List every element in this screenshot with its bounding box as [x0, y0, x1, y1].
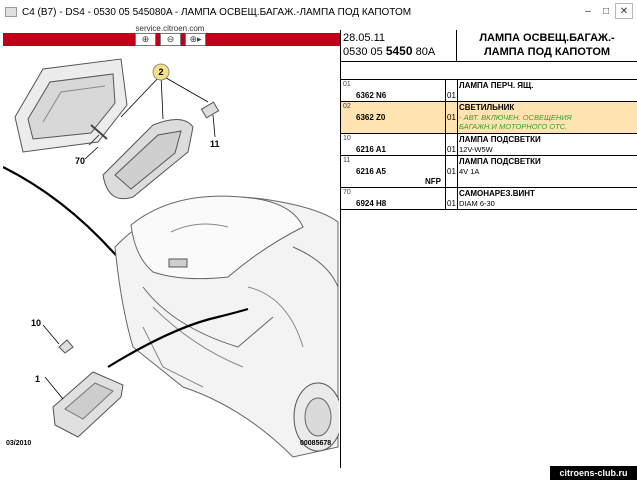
part-reference: 6924 H8	[356, 199, 387, 208]
header-title: ЛАМПА ОСВЕЩ.БАГАЖ.- ЛАМПА ПОД КАПОТОМ	[479, 32, 615, 58]
part-reference: 6216 A1	[356, 145, 386, 154]
minimize-button[interactable]: –	[585, 5, 591, 17]
part-quantity: 01	[447, 167, 456, 176]
column-separator	[445, 156, 446, 187]
watermark: citroens-club.ru	[550, 466, 637, 480]
column-separator	[457, 156, 458, 187]
column-separator	[457, 134, 458, 155]
part-number: 70	[343, 189, 351, 196]
parts-diagram-drawing: 2 11 70 10 1	[3, 58, 339, 458]
column-separator	[445, 102, 446, 133]
diagram-date: 03/2010	[6, 440, 32, 447]
part-note: БАГАЖН.И МОТОРНОГО ОТС.	[459, 122, 568, 131]
maximize-button[interactable]: □	[602, 5, 610, 17]
part-description: ЛАМПА ПОДСВЕТКИ	[459, 135, 541, 144]
title-bar: C4 (B7) - DS4 - 0530 05 545080A - ЛАМПА …	[0, 0, 637, 24]
header-reference: 0530 05 5450 80A	[343, 44, 436, 59]
window-title: C4 (B7) - DS4 - 0530 05 545080A - ЛАМПА …	[22, 6, 412, 18]
part-reference: 6362 Z0	[356, 113, 386, 122]
column-separator	[457, 188, 458, 209]
column-separator	[445, 188, 446, 209]
header-info: 28.05.11 0530 05 5450 80A	[343, 32, 453, 59]
part-quantity: 01	[447, 199, 456, 208]
parts-diagram[interactable]: 2 11 70 10 1	[3, 47, 339, 467]
part-number: 10	[343, 135, 351, 142]
service-url: service.citroen.com	[135, 24, 205, 33]
diagram-code: 00085678	[300, 440, 332, 447]
part-number: 01	[343, 81, 351, 88]
close-button[interactable]: ✕	[615, 3, 633, 19]
column-separator	[445, 134, 446, 155]
app-icon	[5, 7, 17, 17]
column-separator	[457, 102, 458, 133]
callout-11[interactable]: 11	[210, 139, 220, 149]
window-controls: – □ ✕	[579, 3, 633, 19]
callout-2[interactable]: 2	[158, 67, 163, 77]
part-quantity: 01	[447, 91, 456, 100]
part-quantity: 01	[447, 145, 456, 154]
callout-10[interactable]: 10	[31, 318, 41, 328]
part-description: ЛАМПА ПЕРЧ. ЯЩ.	[459, 81, 534, 90]
callout-1[interactable]: 1	[35, 374, 40, 384]
zoom-out-button[interactable]: ⊖	[160, 33, 181, 46]
part-note: - АВТ. ВКЛЮЧЕН. ОСВЕЩЕНИЯ	[459, 113, 572, 122]
callout-70[interactable]: 70	[75, 156, 85, 166]
part-quantity: 01	[447, 113, 456, 122]
zoom-in-button[interactable]: ⊕	[135, 33, 156, 46]
part-description: ЛАМПА ПОДСВЕТКИ	[459, 157, 541, 166]
part-description: САМОНАРЕЗ.ВИНТ	[459, 189, 535, 198]
part-number: 02	[343, 103, 351, 110]
part-note: 12V-W5W	[459, 145, 493, 154]
panel-divider	[340, 30, 341, 468]
header-date: 28.05.11	[343, 32, 386, 44]
part-number: 11	[343, 157, 351, 164]
part-nfp: NFP	[425, 177, 441, 186]
part-reference: 6216 A5	[356, 167, 386, 176]
column-separator	[445, 80, 446, 101]
part-description: СВЕТИЛЬНИК	[459, 103, 515, 112]
part-reference: 6362 N6	[356, 91, 387, 100]
zoom-fit-button[interactable]: ⊕▸	[185, 33, 206, 46]
part-note: 4V 1A	[459, 167, 480, 176]
column-separator	[457, 80, 458, 101]
part-note: DIAM 6-30	[459, 199, 495, 208]
parts-header: 28.05.11 0530 05 5450 80A ЛАМПА ОСВЕЩ.БА…	[341, 30, 637, 62]
zoom-controls: ⊕ ⊖ ⊕▸	[135, 33, 210, 46]
header-separator	[456, 30, 457, 62]
